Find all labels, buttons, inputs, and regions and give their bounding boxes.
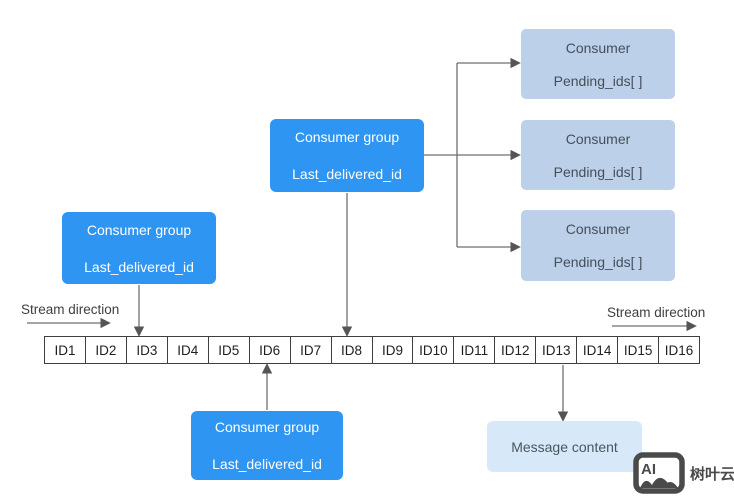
stream-cell-id15: ID15	[618, 337, 660, 363]
consumer-group-field: Last_delivered_id	[84, 258, 194, 275]
consumer-field: Pending_ids[ ]	[553, 254, 643, 270]
mountains-shape	[640, 477, 678, 488]
stream-cell-id9: ID9	[373, 337, 414, 363]
stream-cell-id16: ID16	[664, 342, 694, 358]
stream-cell-id2: ID2	[86, 337, 127, 363]
message-content-label: Message content	[511, 438, 618, 455]
stream-cell-id5: ID5	[209, 337, 250, 363]
stream-cell-id3: ID3	[127, 337, 168, 363]
watermark-brand-text: 树叶云	[690, 465, 734, 483]
consumer-group-field: Last_delivered_id	[292, 166, 402, 182]
consumer-box-3: Consumer Pending_ids[ ]	[521, 210, 675, 281]
consumer-group-box-middle: Consumer group Last_delivered_id	[270, 119, 424, 192]
connector-group-mid-trunk	[424, 63, 458, 247]
watermark-logo-text: AI	[641, 461, 656, 478]
stream-row: ID1 ID2 ID3 ID4 ID5 ID6 ID7 ID8 ID9 ID10…	[44, 336, 700, 364]
stream-direction-label-left: Stream direction	[21, 302, 120, 317]
stream-cell-id13: ID13	[536, 337, 578, 363]
stream-direction-label-right: Stream direction	[607, 305, 706, 320]
consumer-group-box-bottom: Consumer group Last_delivered_id	[191, 411, 343, 480]
consumer-group-field: Last_delivered_id	[212, 456, 322, 472]
watermark: AI 树叶云	[633, 452, 734, 494]
consumer-title: Consumer	[565, 221, 631, 237]
stream-cell-id14: ID14	[577, 337, 619, 363]
stream-cell-id7: ID7	[291, 337, 332, 363]
consumer-group-box-left: Consumer group Last_delivered_id	[62, 212, 216, 284]
consumer-field: Pending_ids[ ]	[553, 72, 643, 89]
ai-image-logo-icon: AI	[633, 452, 685, 494]
consumer-box-1: Consumer Pending_ids[ ]	[521, 29, 675, 99]
stream-cell-id1: ID1	[45, 337, 86, 363]
stream-cell-id10: ID10	[413, 337, 455, 363]
consumer-field: Pending_ids[ ]	[553, 163, 643, 180]
consumer-title: Consumer	[565, 39, 631, 56]
consumer-group-title: Consumer group	[214, 419, 320, 435]
stream-cell-id12: ID12	[495, 337, 537, 363]
stream-cell-id6: ID6	[250, 337, 291, 363]
consumer-title: Consumer	[565, 130, 631, 147]
stream-cell-id11: ID11	[454, 337, 496, 363]
consumer-group-title: Consumer group	[294, 129, 400, 145]
consumer-group-title: Consumer group	[86, 221, 192, 238]
stream-cell-id4: ID4	[168, 337, 209, 363]
consumer-box-2: Consumer Pending_ids[ ]	[521, 120, 675, 190]
stream-cell-id8: ID8	[332, 337, 373, 363]
message-content-box: Message content	[487, 421, 642, 472]
